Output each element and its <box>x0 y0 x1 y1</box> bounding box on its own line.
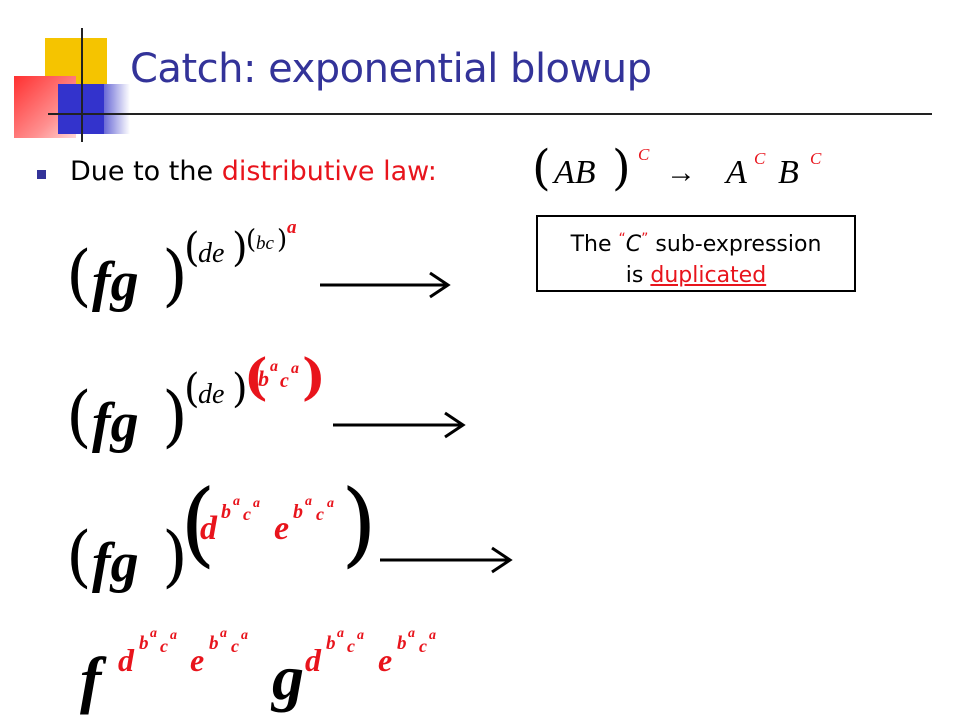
law-lhs-base: AB <box>554 154 596 191</box>
law-open-paren: ( <box>532 140 551 196</box>
step4-g-e-a1: a <box>408 626 415 641</box>
step4-f-d-b: b <box>139 633 149 654</box>
law-rhs-b-exp: C <box>810 149 822 168</box>
step4-f-d-c: c <box>160 636 168 656</box>
step1-long-arrow <box>320 271 451 299</box>
slide-title: Catch: exponential blowup <box>130 46 652 92</box>
step4-f-d: d <box>118 642 134 678</box>
bullet-text: Due to the distributive law: <box>70 156 437 187</box>
callout-variable: C <box>625 232 642 257</box>
logo-blue-fade <box>104 84 130 134</box>
step4-g-d-c: c <box>347 636 355 656</box>
step4-g-d-b: b <box>326 633 336 654</box>
step4-f-d-a1: a <box>150 626 157 641</box>
step2-c: c <box>280 370 289 392</box>
step3-d: d <box>200 510 217 547</box>
step4-g-e-c: c <box>419 636 427 656</box>
step4-f-e-a1: a <box>220 626 227 641</box>
step3-e: e <box>274 510 290 547</box>
step4-g-e-b: b <box>397 633 407 654</box>
step3-e-b: b <box>293 501 303 523</box>
law-rhs-a-exp: C <box>754 149 766 168</box>
callout-close-quote: ” <box>641 231 649 247</box>
step3-e-a1: a <box>305 494 312 509</box>
callout-suffix: sub-expression <box>655 232 822 257</box>
step1-exp-open-paren: ( <box>184 225 200 271</box>
step3-long-arrow <box>380 546 513 574</box>
bullet-marker <box>37 170 46 179</box>
step4-f-e-a2: a <box>241 628 248 643</box>
step4-g-e: e <box>378 642 393 678</box>
logo-vertical-line <box>81 28 83 142</box>
bullet-highlight: distributive law: <box>221 156 437 187</box>
step3-open-paren: ( <box>66 518 92 595</box>
callout-prefix: The <box>570 232 612 257</box>
law-rhs-a: A <box>726 154 747 191</box>
step2-long-arrow <box>333 411 466 439</box>
step4-g-d-a1: a <box>337 626 344 641</box>
step4-f: f <box>80 644 102 715</box>
law-rhs-b: B <box>778 154 799 191</box>
step4-g-e-a2: a <box>429 628 436 643</box>
step3-e-a2: a <box>327 496 334 511</box>
step4-f-e: e <box>190 642 205 678</box>
slide-logo <box>0 0 150 150</box>
step4-g-d: d <box>305 642 321 678</box>
step4-f-e-c: c <box>231 636 239 656</box>
step2-base: fg <box>92 392 139 454</box>
step2-a1: a <box>270 358 278 375</box>
callout-line-2: is duplicated <box>538 260 854 291</box>
step1-close-paren: ) <box>162 237 188 314</box>
step1-exp-close-paren: ) <box>232 225 248 271</box>
callout-line-1: The “C” sub-expression <box>538 224 854 260</box>
step3-base: fg <box>92 532 139 594</box>
callout-open-quote: “ <box>618 231 626 247</box>
step1-inner-open-paren: ( <box>246 225 257 255</box>
distributive-law-formula: ( AB ) C → A C B C <box>532 142 832 202</box>
step3-d-b: b <box>221 501 231 523</box>
step1-inner-close-paren: ) <box>277 225 288 255</box>
step1-base: fg <box>92 251 139 313</box>
step2-red-close-paren: ) <box>302 347 326 406</box>
callout-duplicated-link[interactable]: duplicated <box>650 263 767 288</box>
law-arrow: → <box>666 156 696 189</box>
callout-line2-prefix: is <box>625 263 644 288</box>
step1-exp-base: de <box>198 238 225 269</box>
step2-red-open-paren: ( <box>244 347 268 406</box>
step3-d-a2: a <box>253 496 260 511</box>
step1-inner-base: bc <box>256 233 274 254</box>
step3-d-c: c <box>243 504 251 524</box>
step2-exp-close-paren: ) <box>232 366 248 412</box>
step2-close-paren: ) <box>162 378 188 455</box>
title-underline <box>48 113 932 115</box>
step4-f-d-a2: a <box>170 628 177 643</box>
step2-exp-base: de <box>198 379 225 410</box>
step3-big-open-paren: ( <box>180 470 216 577</box>
logo-blue-square <box>58 84 110 134</box>
step2-b: b <box>258 366 269 391</box>
step4-f-e-b: b <box>209 633 219 654</box>
step4-g-d-a2: a <box>357 628 364 643</box>
step2-a2: a <box>291 360 299 377</box>
step3-d-a1: a <box>233 494 240 509</box>
step2-exp-open-paren: ( <box>184 366 200 412</box>
law-lhs-exp: C <box>638 145 650 164</box>
bullet-lead: Due to the <box>70 156 214 187</box>
step3-big-close-paren: ) <box>341 470 377 577</box>
law-close-paren: ) <box>612 140 631 196</box>
step3-e-c: c <box>316 504 324 524</box>
duplication-callout: The “C” sub-expression is duplicated <box>536 215 856 292</box>
step1-inner-exp: a <box>287 217 297 238</box>
step3-close-paren: ) <box>162 518 188 595</box>
step4-g: g <box>272 642 304 713</box>
step2-open-paren: ( <box>66 378 92 455</box>
step1-open-paren: ( <box>66 237 92 314</box>
